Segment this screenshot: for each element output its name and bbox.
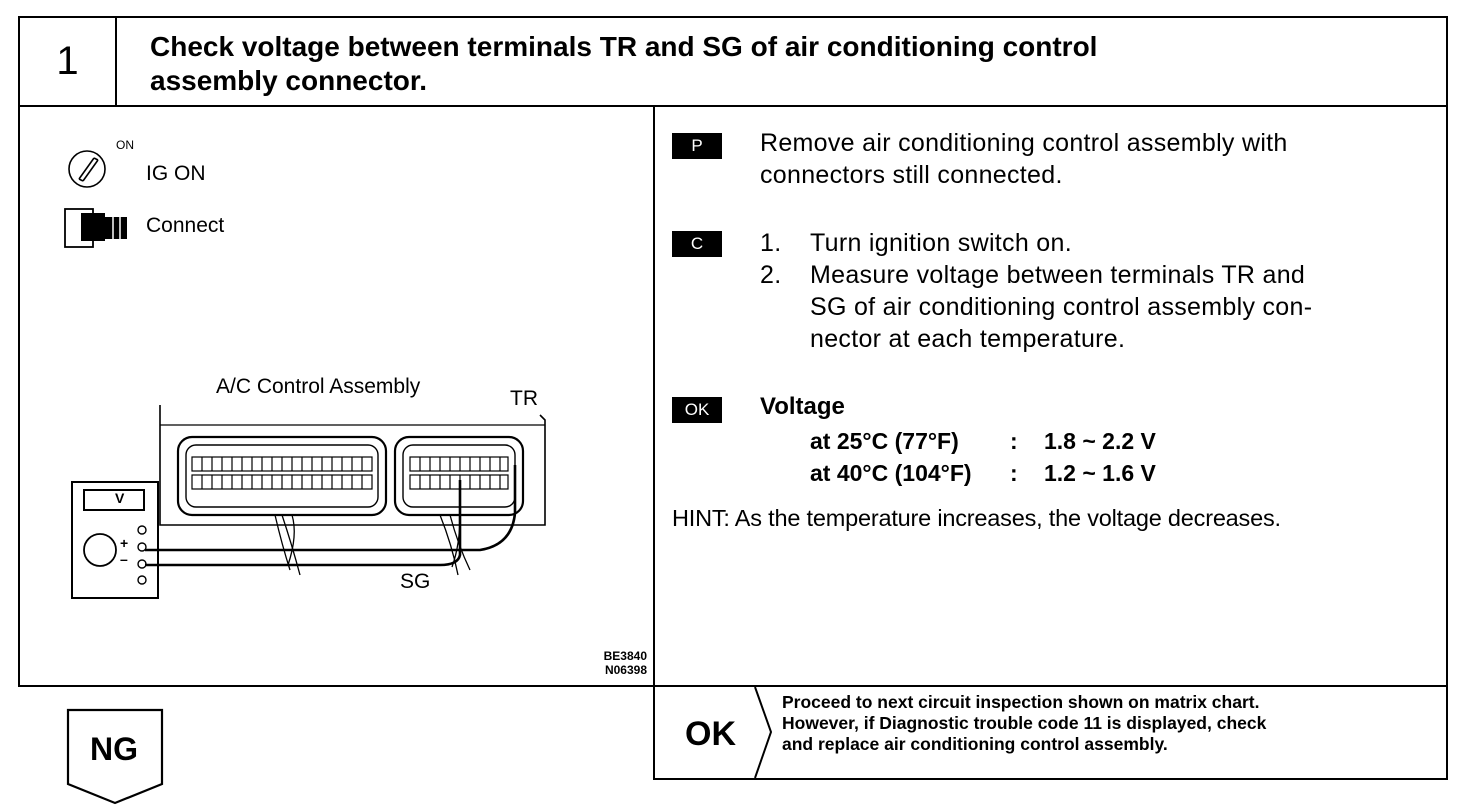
ok-result-label: OK xyxy=(685,715,736,753)
prepare-text: Remove air conditioning control assembly… xyxy=(760,127,1288,191)
voltage-value: 1.2 ~ 1.6 V xyxy=(1044,460,1156,486)
figure-code-1: BE3840 xyxy=(603,649,647,663)
check-step-2: 2. Measure voltage between terminals TR a… xyxy=(760,259,1312,291)
prepare-badge: P xyxy=(672,133,722,159)
voltmeter-plus: + xyxy=(120,535,129,551)
prepare-line2: connectors still connected. xyxy=(760,161,1063,189)
sg-terminal-label: SG xyxy=(400,570,431,593)
connect-label: Connect xyxy=(146,214,225,237)
step-title-line2: assembly connector. xyxy=(150,65,428,96)
ng-result-label: NG xyxy=(90,731,138,767)
hint-text: HINT: As the temperature increases, the … xyxy=(672,505,1281,531)
step-title: Check voltage between terminals TR and S… xyxy=(150,30,1430,98)
ok-result-line1: Proceed to next circuit inspection shown… xyxy=(782,692,1260,712)
control-assembly-connector-diagram xyxy=(145,405,546,576)
ok-criteria-badge: OK xyxy=(672,397,722,423)
voltage-value: 1.8 ~ 2.2 V xyxy=(1044,428,1156,454)
figure-code-2: N06398 xyxy=(604,663,647,677)
check-step-text: Turn ignition switch on. xyxy=(810,229,1072,257)
ignition-on-mark: ON xyxy=(116,138,134,152)
procedure-column: P Remove air conditioning control assemb… xyxy=(655,105,1448,685)
ok-arrow-divider xyxy=(754,687,773,778)
connector-icon xyxy=(64,208,127,248)
check-steps: 1. Turn ignition switch on. 2. Measure vol… xyxy=(760,227,1312,355)
voltage-title: Voltage xyxy=(760,393,845,420)
voltmeter-icon xyxy=(71,481,159,599)
ok-result-text: Proceed to next circuit inspection shown… xyxy=(782,692,1442,755)
wiring-illustration: ON IG ON Connect A/C Control Assembly TR… xyxy=(20,105,653,685)
ok-result-box: OK Proceed to next circuit inspection sh… xyxy=(653,687,1448,780)
step-header: 1 Check voltage between terminals TR and… xyxy=(18,16,1448,107)
check-step-text: nector at each temperature. xyxy=(810,325,1126,353)
check-step-text: Measure voltage between terminals TR and xyxy=(810,261,1306,289)
check-step-text: SG of air conditioning control assembly … xyxy=(810,293,1313,321)
check-step-1: 1. Turn ignition switch on. xyxy=(760,227,1312,259)
voltage-row: at 40°C (104°F) : 1.2 ~ 1.6 V xyxy=(810,457,1230,489)
voltmeter-minus: – xyxy=(120,551,128,567)
voltage-spec-table: at 25°C (77°F) : 1.8 ~ 2.2 V at 40°C (10… xyxy=(810,425,1230,489)
prepare-line1: Remove air conditioning control assembly… xyxy=(760,129,1288,157)
tr-terminal-label: TR xyxy=(510,387,538,410)
ok-result-line3: and replace air conditioning control ass… xyxy=(782,734,1168,754)
voltage-separator: : xyxy=(1010,428,1018,454)
voltage-separator: : xyxy=(1010,460,1018,486)
voltage-condition: at 25°C (77°F) xyxy=(810,428,959,454)
step-body: ON IG ON Connect A/C Control Assembly TR… xyxy=(18,105,1448,687)
voltage-condition: at 40°C (104°F) xyxy=(810,460,972,486)
step-title-line1: Check voltage between terminals TR and S… xyxy=(150,31,1098,62)
ignition-label: IG ON xyxy=(146,162,206,185)
figure-code: BE3840 N06398 xyxy=(604,649,647,677)
check-step-number: 2. xyxy=(760,261,782,289)
check-step-number: 1. xyxy=(760,229,782,257)
ignition-key-icon xyxy=(68,150,106,188)
voltmeter-label: V xyxy=(115,490,125,506)
ok-result-line2: However, if Diagnostic trouble code 11 i… xyxy=(782,713,1267,733)
ng-result-arrow xyxy=(66,708,164,805)
step-number: 1 xyxy=(20,18,117,105)
check-badge: C xyxy=(672,231,722,257)
assembly-label: A/C Control Assembly xyxy=(216,375,421,398)
column-divider xyxy=(653,105,655,685)
voltage-row: at 25°C (77°F) : 1.8 ~ 2.2 V xyxy=(810,425,1230,457)
